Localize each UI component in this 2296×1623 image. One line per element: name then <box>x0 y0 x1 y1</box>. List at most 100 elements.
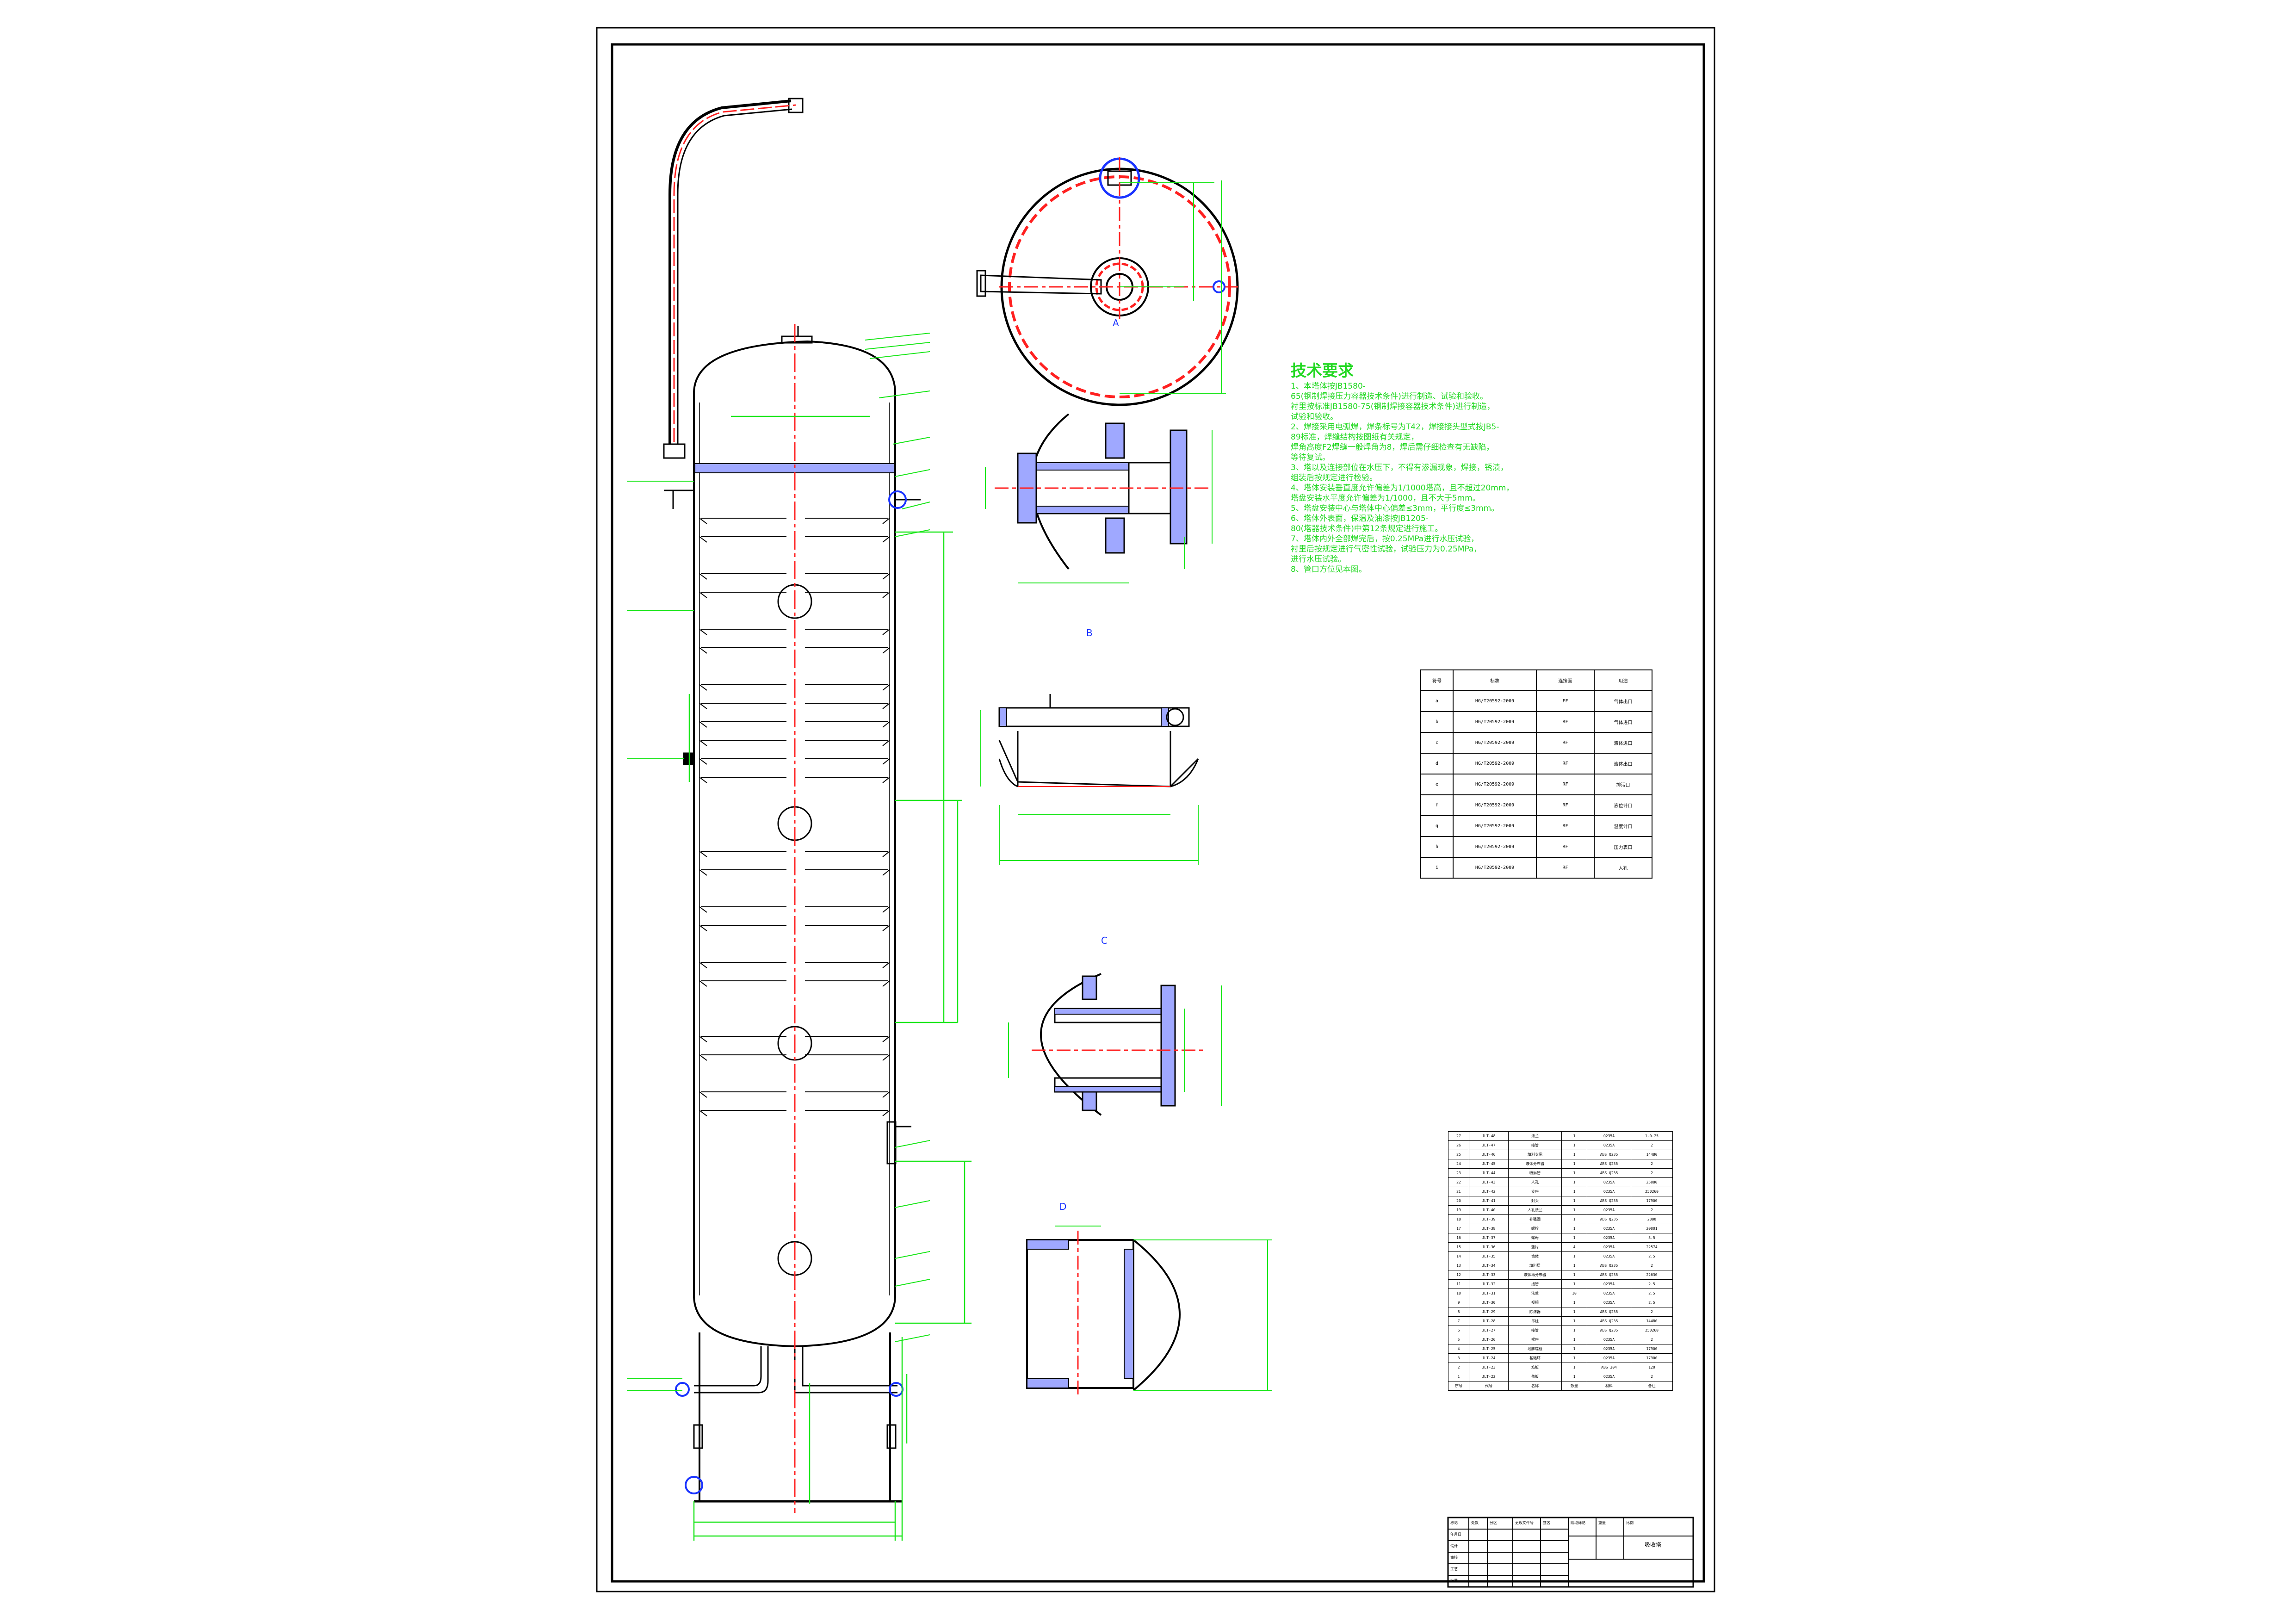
nozzle-cell: b <box>1420 711 1454 733</box>
parts-cell: 14 <box>1448 1251 1469 1261</box>
parts-cell: JLT-23 <box>1469 1363 1509 1372</box>
parts-cell: ABS Q235 <box>1587 1270 1631 1280</box>
svg-text:C: C <box>1101 935 1108 946</box>
title-block-label: 处数 <box>1471 1521 1479 1525</box>
drawing-title: 吸收塔 <box>1645 1542 1662 1548</box>
tray-tick <box>882 906 890 913</box>
tech-requirements-lines: 1、本塔体按JB1580-65(钢制焊接压力容器技术条件)进行制造、试验和验收。… <box>1291 381 1624 575</box>
side-nozzles <box>675 490 921 1494</box>
parts-cell: 螺栓 <box>1508 1224 1562 1233</box>
svg-text:B: B <box>1086 627 1093 638</box>
parts-cell: 15 <box>1448 1242 1469 1252</box>
tray-tick <box>882 647 890 654</box>
nozzle-cell: 液位计口 <box>1594 794 1652 816</box>
tray-tick <box>882 592 890 598</box>
parts-cell: ABS Q235 <box>1587 1261 1631 1270</box>
parts-cell: 2 <box>1448 1363 1469 1372</box>
parts-cell: 吊柱 <box>1508 1316 1562 1326</box>
tower-center-line <box>673 104 796 1513</box>
parts-cell: 25 <box>1448 1150 1469 1159</box>
parts-cell: 筋板 <box>1508 1363 1562 1372</box>
tray-tick <box>882 1110 890 1116</box>
parts-cell: 人孔法兰 <box>1508 1205 1562 1215</box>
parts-cell: 1 <box>1561 1196 1587 1206</box>
parts-cell: 支座 <box>1508 1187 1562 1196</box>
tech-requirement-line: 塔盘安装水平度允许偏差为1/1000，且不大于5mm。 <box>1291 494 1480 503</box>
tray-tick <box>882 851 890 857</box>
tray-tick <box>699 925 707 931</box>
tech-requirement-line: 衬里后按规定进行气密性试验，试验压力为0.25MPa， <box>1291 545 1482 554</box>
parts-cell: 裙座 <box>1508 1335 1562 1344</box>
tray-tick <box>699 684 707 691</box>
nozzle-cell: RF <box>1536 815 1595 837</box>
parts-cell: 250260 <box>1631 1187 1673 1196</box>
part-leader-line <box>895 1140 930 1148</box>
parts-cell: JLT-31 <box>1469 1288 1509 1298</box>
nozzle-cell: 人孔 <box>1594 857 1652 879</box>
part-leader-line <box>892 437 930 445</box>
sheet-border <box>596 27 1715 1592</box>
nozzle-cell: RF <box>1536 794 1595 816</box>
tower-dimension-lines <box>688 415 972 1541</box>
tech-requirement-line: 89标准，焊缝结构按图纸有关规定， <box>1291 433 1419 442</box>
parts-cell: 1 <box>1561 1344 1587 1354</box>
parts-cell: 地脚螺栓 <box>1508 1344 1562 1354</box>
parts-cell: 7 <box>1448 1316 1469 1326</box>
parts-cell: 17900 <box>1631 1344 1673 1354</box>
parts-cell: JLT-40 <box>1469 1205 1509 1215</box>
nozzle-cell: 温度计口 <box>1594 815 1652 837</box>
parts-cell: 11 <box>1448 1279 1469 1289</box>
parts-cell: Q235A <box>1587 1344 1631 1354</box>
parts-cell: Q235A <box>1587 1187 1631 1196</box>
parts-cell: 17900 <box>1631 1353 1673 1363</box>
parts-cell: 1-0.25 <box>1631 1131 1673 1141</box>
tech-requirement-line: 2、焊接采用电弧焊，焊条标号为T42，焊接接头型式按JB5- <box>1291 422 1499 432</box>
parts-cell: 法兰 <box>1508 1288 1562 1298</box>
parts-cell: 3.5 <box>1631 1233 1673 1243</box>
tray-tick <box>882 573 890 580</box>
tray-tick <box>699 629 707 635</box>
parts-header-cell: 序号 <box>1448 1381 1469 1391</box>
nozzle-cell: HG/T20592-2009 <box>1453 753 1537 774</box>
parts-cell: 1 <box>1561 1363 1587 1372</box>
parts-header-cell: 名称 <box>1508 1381 1562 1391</box>
nozzle-cell: i <box>1420 857 1454 879</box>
tray-tick <box>699 740 707 746</box>
part-leader-line <box>879 390 930 398</box>
parts-cell: JLT-44 <box>1469 1168 1509 1178</box>
parts-cell: 25080 <box>1631 1177 1673 1187</box>
parts-cell: 1 <box>1561 1224 1587 1233</box>
parts-cell: 1 <box>1561 1372 1587 1381</box>
parts-cell: Q235A <box>1587 1205 1631 1215</box>
parts-cell: JLT-33 <box>1469 1270 1509 1280</box>
parts-cell: 12 <box>1448 1270 1469 1280</box>
part-leader-line <box>895 1200 930 1208</box>
nozzle-header-cell: 标准 <box>1453 669 1537 691</box>
tech-requirement-line: 7、塔体内外全部焊完后，按0.25MPa进行水压试验， <box>1291 534 1479 544</box>
parts-cell: 17900 <box>1631 1196 1673 1206</box>
tech-requirement-line: 试验和验收。 <box>1291 412 1338 421</box>
parts-cell: ABS Q235 <box>1587 1326 1631 1335</box>
tray-tick <box>882 925 890 931</box>
parts-cell: ABS Q235 <box>1587 1168 1631 1178</box>
parts-cell: ABS Q235 <box>1587 1214 1631 1224</box>
parts-cell: Q235A <box>1587 1140 1631 1150</box>
parts-cell: 基础环 <box>1508 1353 1562 1363</box>
title-block-label: 更改文件号 <box>1515 1521 1534 1525</box>
parts-cell: 螺母 <box>1508 1233 1562 1243</box>
tray-tick <box>699 980 707 987</box>
tray-tick <box>699 518 707 524</box>
tray-tick <box>699 906 707 913</box>
parts-cell: 250260 <box>1631 1326 1673 1335</box>
part-leader-line <box>869 351 930 359</box>
parts-cell: Q235A <box>1587 1372 1631 1381</box>
parts-cell: 19 <box>1448 1205 1469 1215</box>
